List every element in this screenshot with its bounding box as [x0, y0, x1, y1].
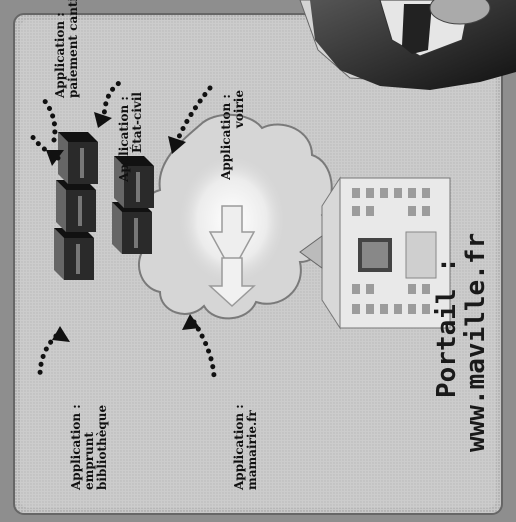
portal-arrow — [208, 205, 256, 308]
arrow-cantine-b — [29, 133, 61, 161]
svg-text:Application : paiement c: Application : paiement cantine — [53, 0, 80, 99]
portal-title: Portail : — [432, 257, 462, 398]
svg-text:Application : mamairie.f: Application : mamairie.fr — [232, 400, 259, 491]
arrow-mamairie — [191, 319, 217, 379]
portal-label: Portail : www.maville.fr — [432, 233, 491, 452]
label-bibliotheque-line3: bibliothèque — [95, 405, 109, 490]
arrow-voirie — [173, 85, 213, 147]
label-etatcivil-line2: État-civil — [129, 92, 144, 153]
svg-text:Application : voirie: Application : voirie — [219, 90, 246, 181]
arrow-etatcivil — [101, 77, 127, 123]
svg-text:Application : État-civil: Application : État-civil — [117, 92, 144, 183]
arrow-bibliotheque — [37, 333, 59, 379]
dotted-arrows — [29, 77, 217, 379]
svg-text:Application : emprunt: Application : emprunt bibliothèque — [69, 400, 109, 491]
person-figure — [299, 0, 516, 90]
arrow-heads — [46, 112, 200, 342]
label-voirie-line2: voirie — [232, 90, 246, 129]
city-hall-illustration — [299, 176, 451, 330]
portal-url: www.maville.fr — [461, 233, 491, 452]
label-voirie-line1: Application : — [219, 94, 233, 181]
application-labels: Application : paiement cantine Applicati… — [53, 0, 259, 491]
label-cantine-line2: paiement cantine — [66, 0, 80, 98]
label-mamairie-line1: Application : — [232, 404, 246, 491]
label-etatcivil-line1: Application : — [117, 96, 131, 183]
label-bibliotheque-line1: Application : — [69, 404, 83, 491]
label-cantine-line1: Application : — [53, 12, 67, 99]
label-mamairie-line2: mamairie.fr — [245, 410, 259, 490]
server-cluster — [54, 132, 154, 280]
label-bibliotheque-line2: emprunt — [82, 432, 96, 490]
arrow-cantine — [41, 97, 58, 143]
